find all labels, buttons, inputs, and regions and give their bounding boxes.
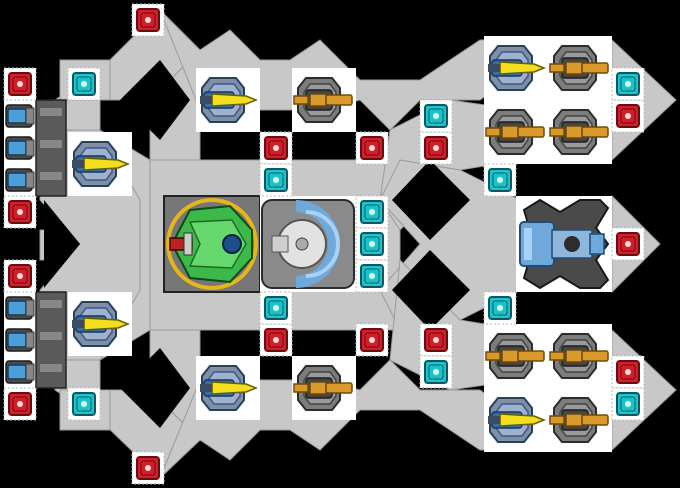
cyan-connector-icon	[611, 387, 645, 421]
cyan-connector-icon	[419, 99, 453, 133]
thruster-icon	[3, 291, 37, 325]
cyan-connector-icon	[355, 259, 389, 293]
red-connector-icon	[131, 3, 165, 37]
red-connector-icon	[3, 67, 37, 101]
cyan-connector-icon	[483, 163, 517, 197]
cyan-connector-icon	[355, 227, 389, 261]
thruster-stack-bottom[interactable]	[3, 291, 67, 389]
hull-gaps	[44, 60, 470, 428]
laser-gun-icon[interactable]	[483, 387, 549, 453]
red-connector-icon	[3, 259, 37, 293]
cannon-icon[interactable]	[291, 355, 357, 421]
red-connector-icon	[419, 323, 453, 357]
laser-gun-icon[interactable]	[67, 131, 133, 197]
cyan-connector-icon	[355, 195, 389, 229]
cyan-connector-icon	[259, 163, 293, 197]
red-connector-icon	[3, 387, 37, 421]
cyan-connector-icon	[67, 67, 101, 101]
thruster-icon	[3, 355, 37, 389]
red-connector-icon	[259, 323, 293, 357]
cyan-connector-icon	[67, 387, 101, 421]
thruster-icon	[3, 323, 37, 357]
cannon-icon[interactable]	[547, 35, 613, 101]
thruster-stack-top[interactable]	[3, 99, 67, 197]
shield-generator-icon[interactable]	[260, 196, 356, 292]
thruster-icon	[3, 131, 37, 165]
red-connector-icon	[611, 99, 645, 133]
cyan-connector-icon	[483, 291, 517, 325]
red-connector-icon	[355, 131, 389, 165]
main-engine-icon[interactable]	[516, 196, 612, 292]
red-connector-icon	[419, 131, 453, 165]
red-connector-icon	[3, 195, 37, 229]
laser-gun-icon[interactable]	[67, 291, 133, 357]
cannon-icon[interactable]	[547, 323, 613, 389]
red-connector-icon	[259, 131, 293, 165]
cyan-connector-icon	[419, 355, 453, 389]
thruster-icon	[3, 99, 37, 133]
cannon-icon[interactable]	[291, 67, 357, 133]
cannon-icon[interactable]	[483, 323, 549, 389]
laser-gun-icon[interactable]	[195, 67, 261, 133]
cannon-icon[interactable]	[483, 99, 549, 165]
red-connector-icon	[611, 355, 645, 389]
laser-gun-icon[interactable]	[195, 355, 261, 421]
thruster-icon	[3, 163, 37, 197]
cockpit-icon[interactable]	[163, 195, 261, 293]
red-connector-icon	[355, 323, 389, 357]
red-connector-icon	[131, 451, 165, 485]
laser-gun-icon[interactable]	[483, 35, 549, 101]
cannon-icon[interactable]	[547, 387, 613, 453]
red-connector-icon	[611, 227, 645, 261]
cyan-connector-icon	[611, 67, 645, 101]
cannon-icon[interactable]	[547, 99, 613, 165]
cyan-connector-icon	[259, 291, 293, 325]
